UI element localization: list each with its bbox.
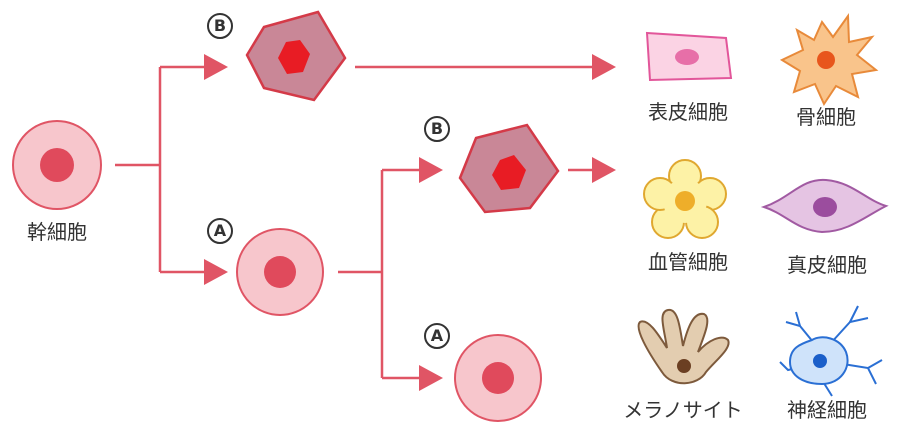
marker-a-upper: A [207, 218, 233, 244]
bone-cell-icon [779, 13, 879, 107]
epidermal-cell-icon [645, 31, 733, 82]
label-epidermal-cell: 表皮細胞 [648, 100, 728, 124]
progenitor-cell-b-middle [458, 123, 560, 214]
dermal-cell-icon [760, 178, 889, 234]
label-dermal-cell: 真皮細胞 [787, 253, 867, 277]
arrow-head-b-top [204, 54, 228, 80]
label-nerve-cell: 神経細胞 [787, 398, 867, 422]
marker-a-lower: A [424, 323, 450, 349]
stem-cell-a-upper [236, 228, 324, 316]
label-melanocyte: メラノサイト [623, 398, 743, 422]
label-stem-cell: 幹細胞 [27, 220, 87, 244]
progenitor-cell-b-top [245, 10, 347, 102]
label-bone-cell: 骨細胞 [796, 105, 856, 129]
stem-cell-a-lower [454, 334, 542, 422]
arrow-head-to-middle-cells [592, 157, 616, 183]
arrow-head-to-top-cells [592, 54, 616, 80]
marker-b-top: B [207, 13, 233, 39]
stem-cell [12, 120, 102, 210]
label-vascular-cell: 血管細胞 [648, 250, 728, 274]
connector-lines [115, 65, 592, 380]
vascular-cell-icon [643, 159, 727, 239]
arrow-head-a-upper [204, 259, 228, 285]
arrow-head-a-lower [419, 365, 443, 391]
nerve-cell-icon [779, 305, 883, 397]
marker-b-middle: B [424, 116, 450, 142]
arrow-head-b-middle [419, 157, 443, 183]
arrow-heads [204, 54, 616, 391]
melanocyte-icon [637, 308, 730, 385]
